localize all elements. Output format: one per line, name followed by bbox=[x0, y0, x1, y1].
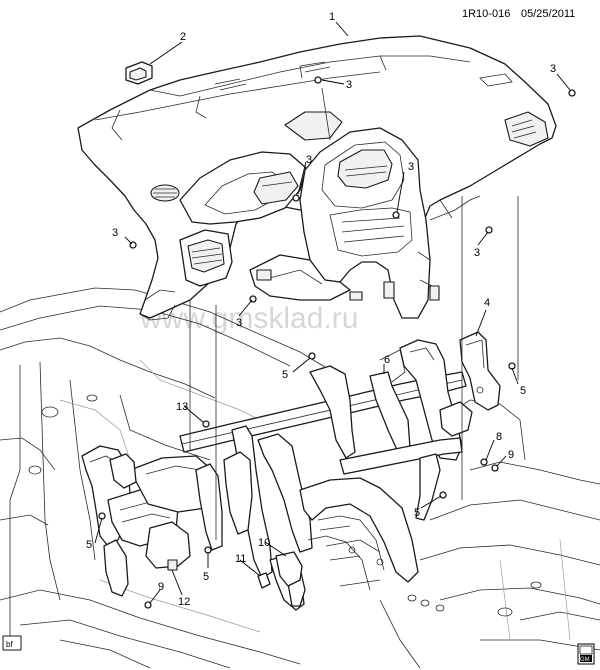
callout-5: 5 bbox=[414, 507, 420, 519]
callout-3: 3 bbox=[474, 247, 480, 259]
callout-numbers: 1 2 3 3 3 3 3 3 3 4 5 5 5 5 5 6 8 9 9 10… bbox=[86, 11, 556, 608]
callout-3: 3 bbox=[112, 227, 118, 239]
svg-text:GM: GM bbox=[580, 657, 590, 663]
callout-1: 1 bbox=[329, 11, 335, 23]
callout-13: 13 bbox=[176, 401, 188, 413]
reference-code: 1R10-016 bbox=[462, 8, 510, 20]
callout-9: 9 bbox=[158, 581, 164, 593]
callout-11: 11 bbox=[235, 553, 246, 565]
callout-9: 9 bbox=[508, 449, 514, 461]
callout-5: 5 bbox=[520, 385, 526, 397]
part-2-clip bbox=[125, 61, 153, 85]
callout-10: 10 bbox=[258, 537, 270, 549]
fasteners-3 bbox=[129, 76, 576, 303]
callout-4: 4 bbox=[484, 297, 490, 309]
callout-3: 3 bbox=[306, 154, 312, 166]
callout-2: 2 bbox=[180, 31, 186, 43]
body-structure bbox=[0, 287, 600, 669]
callout-3: 3 bbox=[236, 317, 242, 329]
callout-5: 5 bbox=[203, 571, 209, 583]
callout-12: 12 bbox=[178, 596, 190, 608]
gm-logo-badge: GM bbox=[577, 643, 595, 665]
part-4-end-bracket bbox=[459, 331, 501, 411]
corner-tag: bf bbox=[2, 635, 22, 651]
cross-car-beam bbox=[179, 339, 473, 611]
left-end-bracket bbox=[81, 445, 253, 597]
callout-3: 3 bbox=[408, 161, 414, 173]
callout-3: 3 bbox=[550, 63, 556, 75]
callout-8: 8 bbox=[496, 431, 502, 443]
diagram-date: 05/25/2011 bbox=[521, 8, 575, 20]
callout-5: 5 bbox=[282, 369, 288, 381]
leader-lines bbox=[94, 21, 571, 604]
callout-5: 5 bbox=[86, 539, 92, 551]
callout-6: 6 bbox=[384, 354, 390, 366]
callout-3: 3 bbox=[346, 79, 352, 91]
svg-text:bf: bf bbox=[6, 640, 13, 649]
small-parts bbox=[98, 352, 516, 609]
instrument-panel bbox=[77, 35, 557, 321]
